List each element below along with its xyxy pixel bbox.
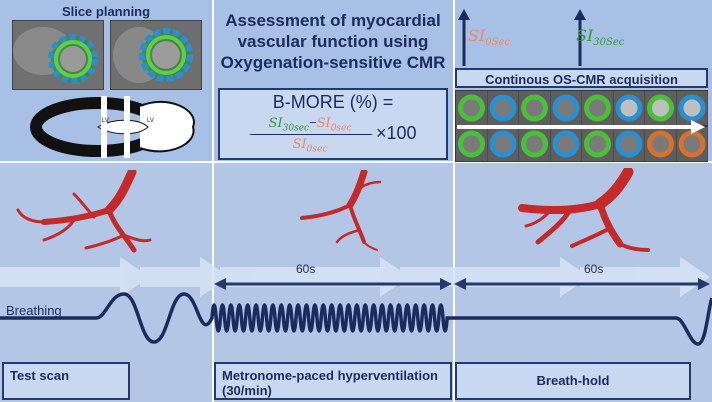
numerator-si30-sub: 30sec bbox=[282, 123, 310, 134]
acquisition-title: Continous OS-CMR acquisition bbox=[455, 68, 708, 88]
denominator-si0-sub: 0sec bbox=[306, 144, 328, 155]
breathing-curve bbox=[0, 292, 712, 346]
duration-breathhold-label: 60s bbox=[584, 262, 604, 276]
myocardium-ring bbox=[458, 94, 485, 122]
vessel-tree-1 bbox=[16, 170, 152, 253]
myocardium-ring bbox=[678, 130, 706, 158]
breathing-label: Breathing bbox=[6, 303, 62, 318]
mri-slice-image-2 bbox=[110, 20, 202, 90]
numerator-si0-sub: 0sec bbox=[330, 123, 352, 134]
marker-si0-text: SI bbox=[468, 26, 486, 45]
formula-lhs: B-MORE (%) = bbox=[272, 92, 394, 112]
acquisition-image-grid bbox=[455, 90, 708, 162]
assessment-title: Assessment of myocardial vascular functi… bbox=[220, 11, 446, 72]
myocardium-ring bbox=[647, 130, 674, 158]
timeline-background-arrows bbox=[0, 257, 710, 297]
phase-breathhold: Breath-hold bbox=[455, 362, 691, 400]
marker-si30: SI30Sec bbox=[576, 26, 624, 48]
myocardium-ring bbox=[552, 94, 580, 122]
myocardium-ring bbox=[552, 130, 580, 158]
myocardium-ring bbox=[615, 94, 643, 122]
numerator-minus: − bbox=[309, 115, 317, 130]
marker-si30-sub: 30Sec bbox=[593, 37, 625, 49]
acquisition-markers bbox=[458, 9, 586, 66]
myocardium-ring bbox=[458, 130, 485, 158]
slice-planning-title: Slice planning bbox=[61, 4, 151, 19]
rv-label: LV bbox=[147, 118, 154, 124]
myocardium-ring bbox=[584, 94, 611, 122]
divider-horizontal bbox=[0, 161, 712, 163]
marker-si0: SI0Sec bbox=[468, 26, 510, 48]
myocardium-ring bbox=[489, 94, 517, 122]
phase-hyperventilation: Metronome-paced hyperventilation (30/min… bbox=[214, 362, 452, 400]
lv-label: LV bbox=[102, 118, 109, 124]
myocardium-ring bbox=[678, 94, 706, 122]
formula-times-100: ×100 bbox=[376, 123, 417, 143]
myocardium-ring bbox=[584, 130, 611, 158]
myocardium-ring bbox=[521, 94, 548, 122]
formula-denominator: SI0sec bbox=[246, 136, 374, 155]
numerator-si0: SI bbox=[316, 116, 331, 131]
marker-si30-text: SI bbox=[576, 26, 594, 45]
vessel-tree-2 bbox=[300, 170, 382, 251]
formula-box: B-MORE (%) = SI30sec−SI0sec SI0sec ×100 bbox=[218, 88, 448, 160]
divider-left bbox=[212, 0, 214, 402]
myocardium-ring bbox=[647, 94, 674, 122]
vessel-tree-3 bbox=[518, 168, 650, 252]
myocardium-ring bbox=[615, 130, 643, 158]
heart-outline-drawing bbox=[30, 96, 195, 158]
myocardium-ring bbox=[521, 130, 548, 158]
fraction-bar bbox=[250, 134, 372, 135]
duration-arrows bbox=[214, 278, 710, 290]
formula-numerator: SI30sec−SI0sec bbox=[246, 115, 374, 134]
myocardium-ring bbox=[489, 130, 517, 158]
numerator-si30: SI bbox=[268, 116, 283, 131]
denominator-si0: SI bbox=[292, 137, 307, 152]
marker-si0-sub: 0Sec bbox=[485, 37, 511, 49]
phase-test-scan: Test scan bbox=[2, 362, 130, 400]
mri-slice-image-1 bbox=[12, 20, 104, 90]
divider-right bbox=[453, 0, 455, 402]
duration-hyperventilation-label: 60s bbox=[296, 262, 316, 276]
